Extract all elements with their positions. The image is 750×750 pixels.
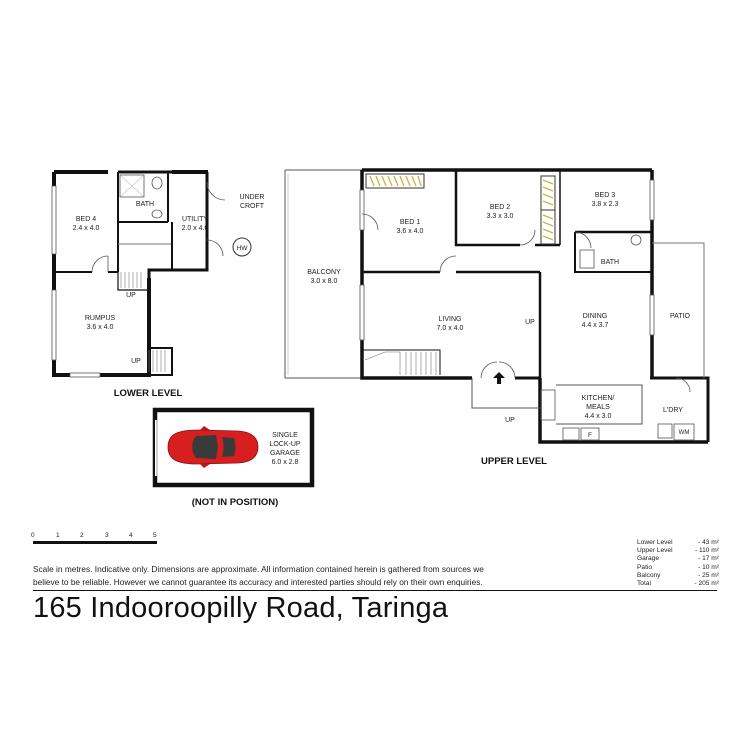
area-label: Garage <box>637 555 659 563</box>
lower-level-title: LOWER LEVEL <box>114 388 183 399</box>
disclaimer-line: believe to be reliable. However we canno… <box>33 577 483 587</box>
not-in-position-note: (NOT IN POSITION) <box>192 497 279 508</box>
dining-label: DINING <box>583 313 608 320</box>
bed3-label: BED 3 <box>595 192 615 199</box>
area-row: Lower Level - 43 m² <box>637 539 719 547</box>
wardrobe-bed2-icon <box>540 175 556 245</box>
wardrobe-bed1-icon <box>365 173 425 189</box>
lower-level-plan <box>51 170 252 378</box>
laundry-label: L'DRY <box>663 407 683 414</box>
area-value: - 25 m² <box>698 571 719 579</box>
upper-level-plan <box>284 168 710 444</box>
upper-bath-label: BATH <box>601 259 619 266</box>
area-row: Upper Level - 110 m² <box>637 547 719 555</box>
lower-stair-up-2: UP <box>131 358 141 365</box>
lower-stair-up-1: UP <box>126 292 136 299</box>
area-label: Patio <box>637 563 653 571</box>
area-label: Total <box>637 580 651 588</box>
disclaimer-line: Scale in metres. Indicative only. Dimens… <box>33 564 484 574</box>
area-label: Lower Level <box>637 539 673 546</box>
area-row: Total - 205 m² <box>637 580 719 588</box>
bed2-label: BED 2 <box>490 204 510 211</box>
lower-bath-label: BATH <box>136 201 154 208</box>
hot-water-label: HW <box>237 245 249 252</box>
scale-tick-1: 1 <box>56 532 60 539</box>
area-label: Upper Level <box>637 547 673 555</box>
utility-size: 2.0 x 4.0 <box>182 225 209 232</box>
bed3-size: 3.8 x 2.3 <box>592 201 619 208</box>
scale-bar: 0 1 2 3 4 5 <box>31 532 157 544</box>
washing-machine-label: WM <box>679 430 690 436</box>
garage-plan <box>152 407 315 488</box>
balcony-label: BALCONY <box>307 269 341 276</box>
dining-size: 4.4 x 3.7 <box>582 322 609 329</box>
bed1-size: 3.6 x 4.0 <box>397 228 424 235</box>
balcony-size: 3.0 x 8.0 <box>311 278 338 285</box>
living-size: 7.0 x 4.0 <box>437 325 464 332</box>
property-address: 165 Indooroopilly Road, Taringa <box>33 592 449 624</box>
utility-label: UTILITY <box>182 216 208 223</box>
garage-label-3: GARAGE <box>270 450 300 457</box>
garage-label-1: SINGLE <box>272 432 298 439</box>
bed4-label: BED 4 <box>76 216 96 223</box>
area-value: - 110 m² <box>694 547 719 555</box>
area-value: - 10 m² <box>698 563 719 571</box>
bed1-label: BED 1 <box>400 219 420 226</box>
area-summary: Lower Level - 43 m² Upper Level - 110 m² G… <box>637 539 719 588</box>
living-label: LIVING <box>439 316 462 323</box>
upper-stair-up-2: UP <box>505 417 515 424</box>
scale-tick-5: 5 <box>153 532 157 539</box>
disclaimer-text: Scale in metres. Indicative only. Dimens… <box>33 563 593 589</box>
area-row: Balcony - 25 m² <box>637 572 719 580</box>
under-croft-label-1: UNDER <box>240 194 265 201</box>
bed4-size: 2.4 x 4.0 <box>73 225 100 232</box>
area-value: - 17 m² <box>698 555 719 563</box>
area-row: Garage - 17 m² <box>637 555 719 563</box>
fridge-label: F <box>588 432 592 439</box>
area-row: Patio - 10 m² <box>637 564 719 572</box>
divider-line <box>33 590 717 591</box>
under-croft-label-2: CROFT <box>240 203 265 210</box>
bed2-size: 3.3 x 3.0 <box>487 213 514 220</box>
scale-tick-2: 2 <box>80 532 84 539</box>
rumpus-label: RUMPUS <box>85 315 116 322</box>
entry-arrow-icon <box>493 372 505 384</box>
kitchen-label-2: MEALS <box>586 404 610 411</box>
car-icon <box>167 426 259 468</box>
upper-stair-up-1: UP <box>525 319 535 326</box>
kitchen-size: 4.4 x 3.0 <box>585 413 612 420</box>
garage-size: 6.0 x 2.8 <box>272 459 299 466</box>
area-label: Balcony <box>637 571 661 579</box>
upper-level-title: UPPER LEVEL <box>481 456 547 467</box>
garage-label-2: LOCK-UP <box>269 441 300 448</box>
area-value: - 205 m² <box>694 580 719 588</box>
area-value: - 43 m² <box>698 539 719 546</box>
scale-tick-0: 0 <box>31 532 35 539</box>
patio-label: PATIO <box>670 313 691 320</box>
kitchen-label-1: KITCHEN/ <box>582 395 615 402</box>
scale-tick-3: 3 <box>105 532 109 539</box>
scale-tick-4: 4 <box>129 532 133 539</box>
rumpus-size: 3.6 x 4.0 <box>87 324 114 331</box>
